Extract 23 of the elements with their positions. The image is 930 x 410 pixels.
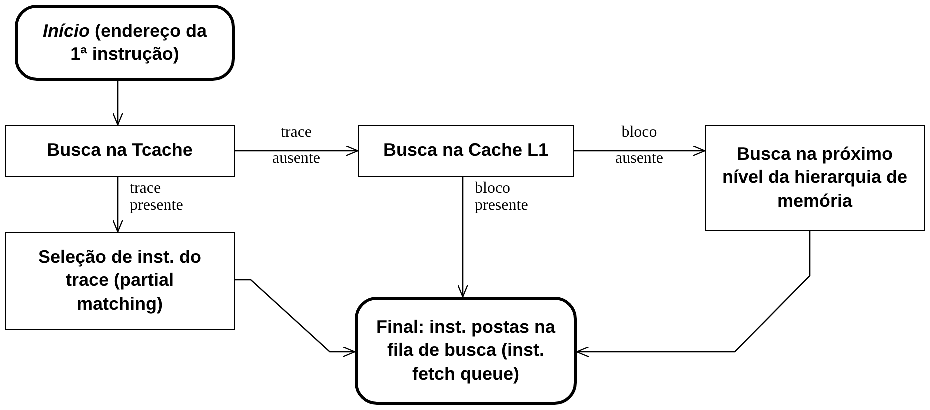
node-text: Busca na Tcache: [47, 139, 193, 162]
terminal-box: [355, 297, 577, 405]
process-box: [5, 232, 235, 330]
node-text: Início (endereço da 1ª instrução): [42, 20, 208, 66]
process-box: [5, 125, 235, 177]
node-text: Busca na próximo nível da hierarquia de memória: [721, 142, 909, 213]
arrow: [574, 145, 706, 157]
arrow: [112, 81, 124, 126]
arrow: [235, 279, 356, 358]
node-text: Seleção de inst. do trace (partial matching): [37, 246, 203, 316]
terminal-box: [15, 5, 235, 81]
node-text: Busca na Cache L1: [383, 139, 549, 162]
edge-label: bloco ausente: [614, 123, 664, 169]
process-box: [705, 125, 925, 231]
arrow: [576, 231, 811, 358]
edge-label: bloco presente: [475, 181, 530, 215]
arrow: [235, 145, 359, 157]
node-text: Final: inst. postas na fila de busca (inst. fetch queue): [375, 316, 557, 386]
edge-label: trace ausente: [272, 123, 322, 169]
arrow: [457, 177, 469, 298]
edge-label: trace presente: [130, 181, 184, 215]
arrow: [112, 177, 124, 233]
process-box: [358, 125, 574, 177]
